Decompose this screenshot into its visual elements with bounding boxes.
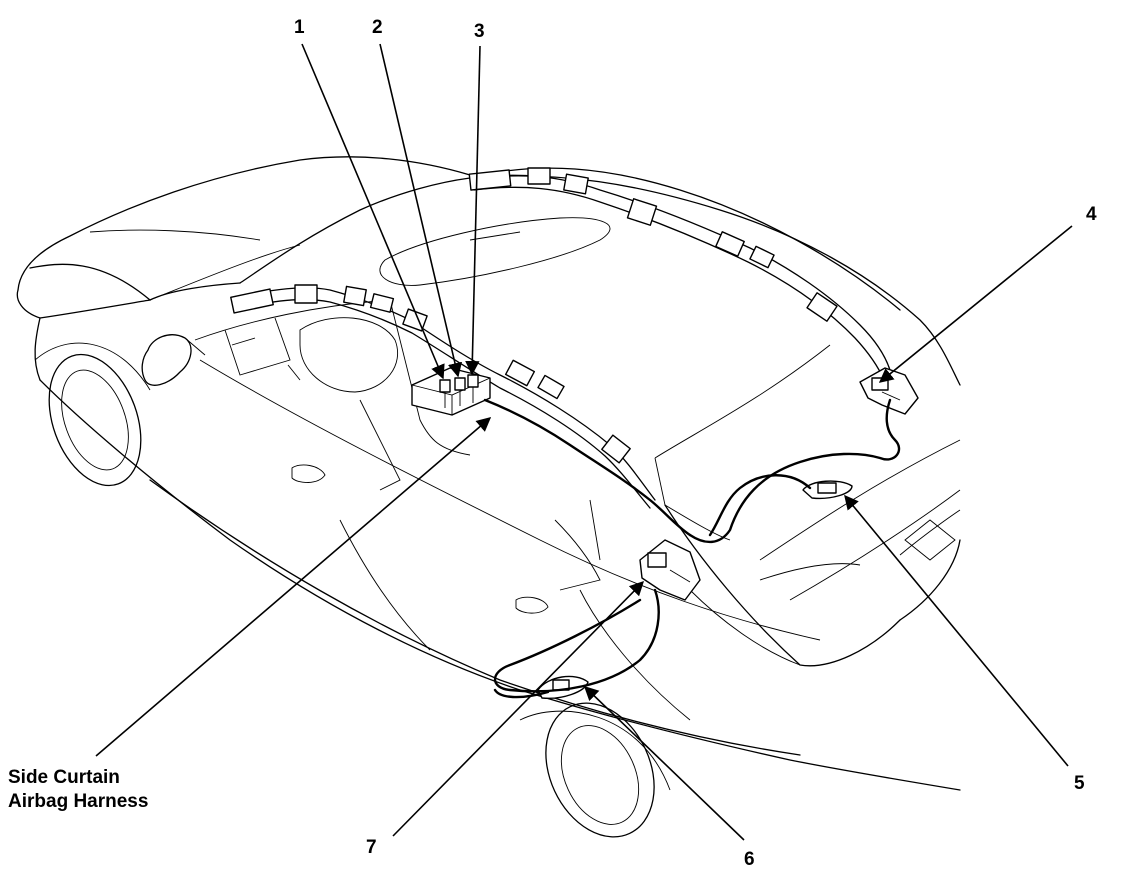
leader-1 (301, 43, 445, 380)
callout-7: 7 (366, 837, 377, 858)
rear-ground-point (802, 480, 853, 500)
callout-2: 2 (372, 17, 383, 38)
pillar-connector (639, 539, 701, 601)
floor-connector (537, 675, 589, 699)
leader-harness (95, 417, 492, 757)
leader-6 (583, 686, 745, 841)
harness-label: Side Curtain Airbag Harness (8, 766, 148, 814)
leader-3 (465, 45, 481, 376)
leader-5 (844, 494, 1069, 767)
harness-label-line1: Side Curtain (8, 767, 120, 788)
leader-7 (392, 580, 645, 837)
curtain-airbag-rail (230, 167, 891, 509)
airbag-control-unit (411, 367, 491, 416)
harness-wire (483, 398, 901, 699)
callout-5: 5 (1074, 773, 1085, 794)
callout-6: 6 (744, 849, 755, 870)
leader-4 (878, 225, 1073, 383)
leader-2 (379, 43, 463, 378)
callout-1: 1 (294, 17, 305, 38)
callout-4: 4 (1086, 204, 1097, 225)
harness-label-line2: Airbag Harness (8, 791, 149, 812)
callout-3: 3 (474, 21, 485, 42)
leader-lines (95, 43, 1073, 841)
car-body (16, 156, 961, 838)
